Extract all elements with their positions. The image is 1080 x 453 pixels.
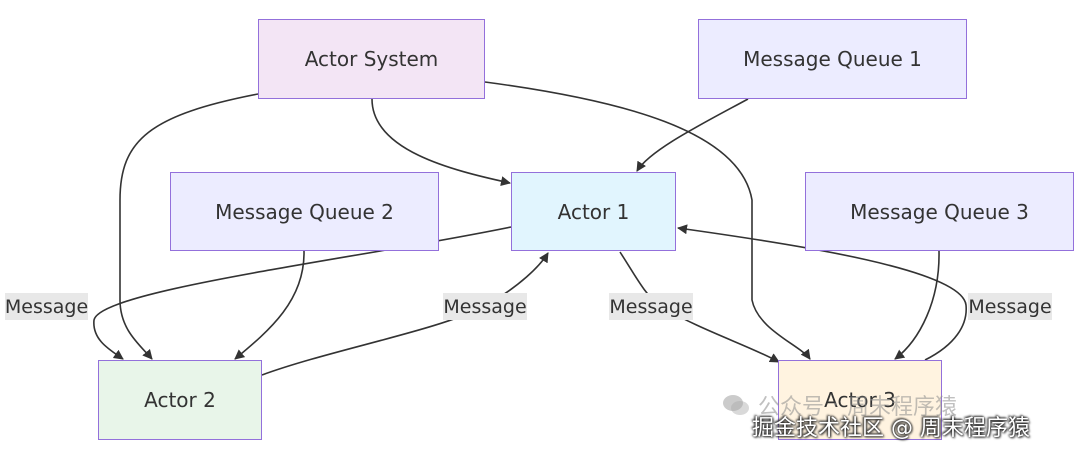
watermark-faint-name: 周末程序猿: [847, 395, 958, 420]
edge-label-actor-1-to-actor-2: Message: [5, 293, 88, 320]
node-actor-2: Actor 2: [98, 360, 262, 440]
edge-label-actor-3-to-actor-1: Message: [968, 293, 1052, 320]
edge-actor-3-to-actor-1: [677, 224, 967, 361]
node-message-queue-2: Message Queue 2: [170, 172, 439, 251]
node-actor-1-label: Actor 1: [557, 199, 630, 224]
watermark-faint-prefix: 公众号: [758, 395, 825, 420]
node-actor-1: Actor 1: [511, 172, 676, 251]
edge-actor-system-to-actor-2: [119, 93, 259, 360]
node-message-queue-1: Message Queue 1: [698, 19, 967, 99]
node-message-queue-3: Message Queue 3: [805, 172, 1074, 251]
edge-message-queue-2-to-actor-2: [234, 250, 305, 360]
node-actor-3: Actor 3: [778, 360, 942, 440]
node-message-queue-1-label: Message Queue 1: [743, 47, 922, 71]
edge-actor-system-to-actor-1: [371, 98, 511, 186]
edge-message-queue-1-to-actor-1: [636, 98, 749, 172]
node-message-queue-2-label: Message Queue 2: [215, 199, 394, 224]
watermark-faint: 公众号 · 周末程序猿: [722, 390, 957, 420]
watermark-faint-sep: ·: [832, 392, 840, 418]
wechat-icon: [722, 393, 750, 417]
node-actor-3-label: Actor 3: [824, 388, 896, 412]
edge-actor-system-to-actor-3: [484, 81, 811, 360]
edge-label-actor-2-to-actor-1: Message: [443, 293, 527, 320]
node-message-queue-3-label: Message Queue 3: [850, 199, 1029, 224]
node-actor-system-label: Actor System: [304, 47, 439, 71]
edge-message-queue-3-to-actor-3: [894, 250, 940, 360]
node-actor-system: Actor System: [258, 19, 485, 99]
watermark-main: 掘金技术社区 @ 周末程序猿: [752, 416, 1030, 441]
node-actor-2-label: Actor 2: [144, 388, 216, 412]
edge-label-actor-1-to-actor-3: Message: [609, 293, 693, 320]
